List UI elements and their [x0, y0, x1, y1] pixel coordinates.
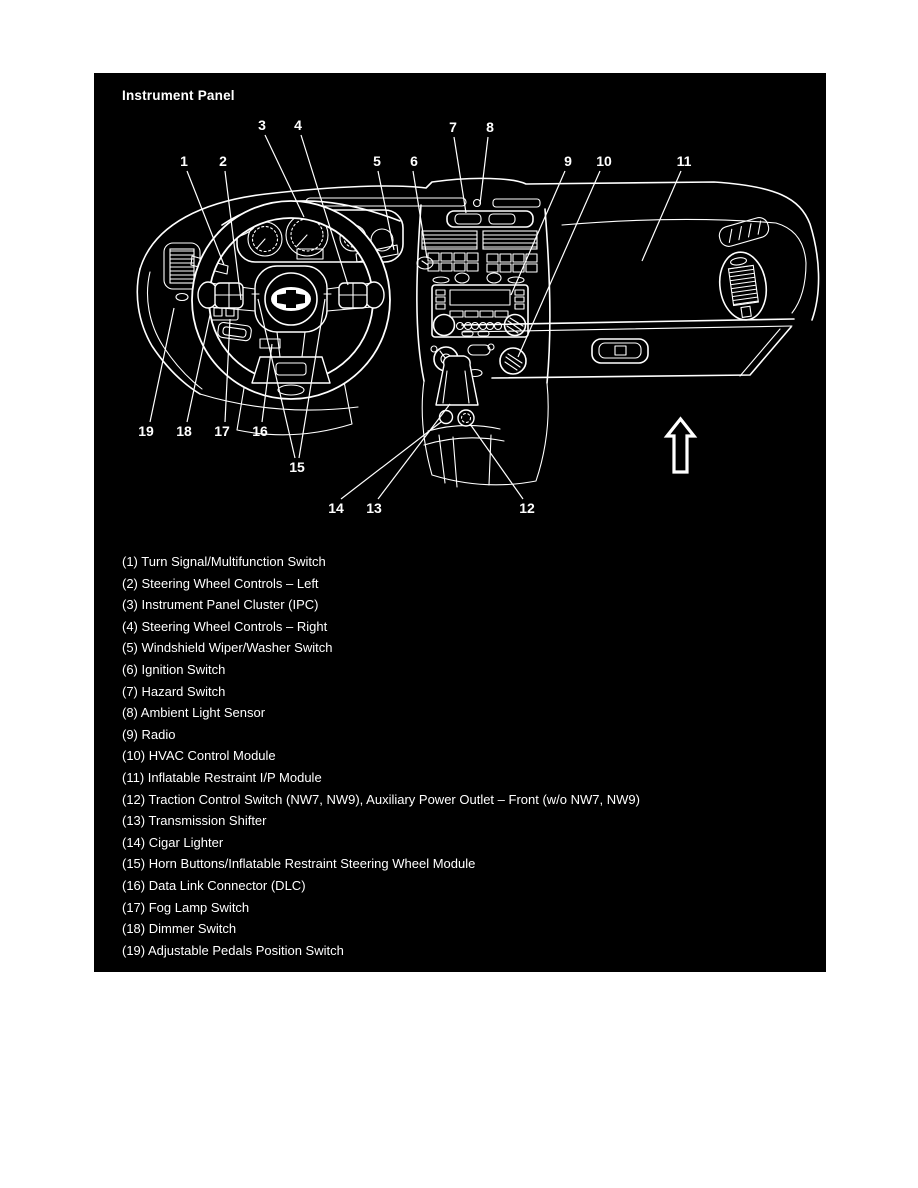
leader-line-15 [298, 298, 326, 459]
callout-number-17: 17 [214, 423, 230, 439]
callout-number-4: 4 [294, 117, 302, 133]
steering-column-cover [251, 356, 331, 384]
center-stack [416, 204, 551, 384]
leader-line-9 [510, 170, 566, 296]
legend-item: (16) Data Link Connector (DLC) [122, 877, 306, 893]
data-link-connector [259, 338, 281, 349]
callout-number-2: 2 [219, 153, 227, 169]
traction-control-switch [457, 409, 475, 427]
horn-buttons [251, 290, 332, 300]
center-console [421, 355, 549, 488]
callout-number-7: 7 [449, 119, 457, 135]
callout-number-10: 10 [596, 153, 612, 169]
legend-item: (9) Radio [122, 726, 176, 742]
callout-number-18: 18 [176, 423, 192, 439]
right-upper-vent [718, 217, 770, 247]
legend-item: (2) Steering Wheel Controls – Left [122, 575, 319, 591]
callout-number-14: 14 [328, 500, 344, 516]
leader-line-7 [453, 136, 467, 214]
legend-item: (12) Traction Control Switch (NW7, NW9),… [122, 791, 640, 807]
vent-louvers [427, 252, 538, 273]
leader-line-3 [264, 134, 305, 218]
legend-item: (19) Adjustable Pedals Position Switch [122, 942, 344, 958]
steering-wheel-controls-left [197, 281, 244, 309]
legend-item: (11) Inflatable Restraint I/P Module [122, 769, 322, 785]
leader-line-15 [257, 298, 296, 459]
callout-number-1: 1 [180, 153, 188, 169]
legend-item: (8) Ambient Light Sensor [122, 705, 266, 721]
leader-line-14 [340, 421, 442, 500]
ambient-light-sensor [472, 198, 482, 208]
callout-number-6: 6 [410, 153, 418, 169]
legend: (1) Turn Signal/Multifunction Switch (2) … [122, 551, 812, 961]
leader-line-12 [469, 423, 524, 500]
figure-title: Instrument Panel [122, 88, 235, 103]
legend-item: (7) Hazard Switch [122, 683, 226, 699]
callout-number-5: 5 [373, 153, 381, 169]
leader-line-5 [377, 170, 395, 251]
leader-line-10 [517, 170, 601, 358]
legend-item: (14) Cigar Lighter [122, 834, 224, 850]
wiper-stalk [355, 244, 399, 263]
callout-number-8: 8 [486, 119, 494, 135]
glovebox-handle [591, 338, 649, 364]
leader-line-1 [186, 170, 225, 266]
legend-item: (6) Ignition Switch [122, 661, 226, 677]
left-pull-handle [217, 321, 252, 342]
leader-line-17 [224, 318, 231, 423]
callout-number-11: 11 [677, 153, 692, 169]
legend-item: (4) Steering Wheel Controls – Right [122, 618, 328, 634]
leader-line-11 [641, 170, 682, 262]
steering-wheel-controls-right [338, 281, 385, 309]
legend-item: (10) HVAC Control Module [122, 748, 276, 764]
transmission-shifter [435, 355, 479, 406]
legend-item: (18) Dimmer Switch [122, 921, 237, 937]
leader-line-2 [224, 170, 242, 301]
leader-line-13 [377, 403, 451, 500]
right-side-vent [718, 251, 768, 321]
callout-number-19: 19 [138, 423, 154, 439]
legend-item: (1) Turn Signal/Multifunction Switch [122, 554, 326, 569]
cigar-lighter [438, 409, 454, 425]
callout-number-13: 13 [366, 500, 382, 516]
leader-line-6 [412, 170, 428, 259]
callout-number-3: 3 [258, 117, 266, 133]
legend-item: (17) Fog Lamp Switch [122, 899, 250, 915]
legend-item: (15) Horn Buttons/Inflatable Restraint S… [122, 856, 476, 872]
dashboard-body [136, 177, 820, 488]
steering-wheel [191, 200, 391, 400]
callout-number-12: 12 [519, 500, 535, 516]
leader-line-16 [261, 343, 273, 423]
leader-line-8 [479, 136, 489, 205]
legend-item: (5) Windshield Wiper/Washer Switch [122, 640, 333, 656]
callout-number-15: 15 [289, 459, 305, 475]
radio [431, 284, 529, 338]
glovebox [461, 318, 795, 379]
legend-item: (3) Instrument Panel Cluster (IPC) [122, 597, 319, 613]
hazard-switch [446, 210, 534, 228]
up-arrow-icon [663, 416, 698, 474]
leader-line-18 [186, 314, 211, 423]
leader-line-4 [300, 134, 349, 286]
passenger-airbag-pad [561, 218, 807, 314]
leader-line-19 [149, 307, 175, 423]
legend-item: (13) Transmission Shifter [122, 813, 267, 829]
callout-number-9: 9 [564, 153, 572, 169]
callout-number-16: 16 [252, 423, 268, 439]
